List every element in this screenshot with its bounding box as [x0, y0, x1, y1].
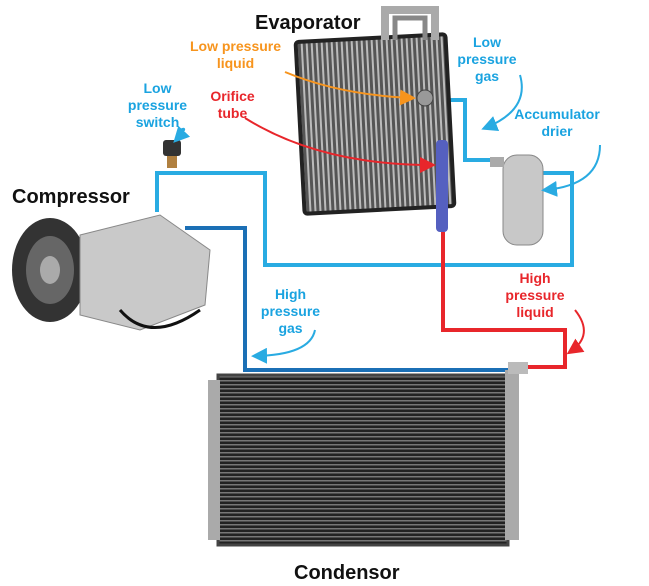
- low-pressure-switch-image: [163, 140, 181, 168]
- orifice-tube-image: [436, 140, 448, 232]
- low-pressure-gas-arrow: [481, 74, 523, 131]
- compressor-image: [12, 214, 211, 331]
- compressor-label: Compressor: [12, 186, 130, 208]
- low-pressure-switch-arrow: [173, 125, 191, 143]
- accumulator-drier-label: Accumulator drier: [514, 106, 600, 139]
- high-pressure-gas-label: High pressure gas: [260, 286, 321, 336]
- high-pressure-gas-line: [185, 226, 512, 372]
- low-pressure-gas-label: Low pressure gas: [457, 34, 517, 84]
- accumulator-drier-arrow: [541, 144, 601, 197]
- evaporator-label: Evaporator: [255, 12, 361, 34]
- high-pressure-liquid-label: High pressure liquid: [505, 270, 565, 320]
- orifice-tube-label: Orifice tube: [210, 88, 255, 121]
- accumulator-drier-image: [490, 154, 544, 246]
- high-pressure-liquid-line: [441, 232, 567, 369]
- condensor-image: [208, 362, 528, 547]
- condensor-label: Condensor: [294, 562, 400, 584]
- high-pressure-liquid-arrow: [566, 309, 585, 355]
- low-pressure-switch-label: Low pressure switch: [127, 80, 188, 130]
- evaporator-image: [293, 6, 457, 216]
- low-pressure-liquid-arrow: [284, 71, 416, 106]
- orifice-tube-arrow: [244, 117, 436, 173]
- low-pressure-liquid-label: Low pressure liquid: [189, 38, 282, 71]
- high-pressure-gas-arrow: [251, 329, 316, 364]
